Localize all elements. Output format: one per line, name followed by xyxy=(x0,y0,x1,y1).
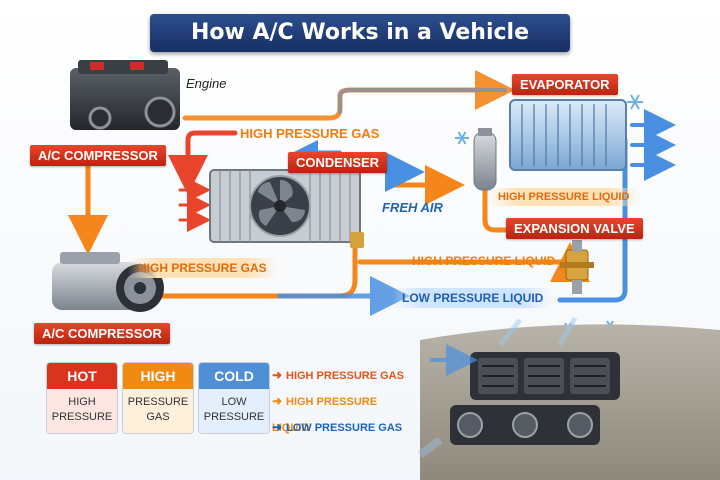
legend-item-label: HIGH PRESSURE LIQUID xyxy=(272,396,378,434)
expansion-valve-label: EXPANSION VALVE xyxy=(506,218,643,239)
compressor-top-label: A/C COMPRESSOR xyxy=(30,145,166,166)
legend-item-label: LOW PRESSURE GAS xyxy=(286,422,403,434)
legend-box-high-line2: GAS xyxy=(146,411,170,423)
legend-list: ➜HIGH PRESSURE GAS ➜HIGH PRESSURE LIQUID… xyxy=(272,362,412,440)
evaporator-icon xyxy=(509,99,627,171)
legend-box-hot: HOT HIGH PRESSURE xyxy=(46,362,118,434)
legend-item-lp-gas: ➜LOW PRESSURE GAS xyxy=(272,414,412,440)
condenser-icon xyxy=(209,169,364,248)
pipe-engine-to-evaporator xyxy=(182,70,515,121)
fresh-air-label: FREH AIR xyxy=(382,200,443,215)
engine-label: Engine xyxy=(186,76,227,91)
legend-box-cold-line2: PRESSURE xyxy=(203,411,265,423)
legend-box-high-head: HIGH xyxy=(123,363,193,389)
legend-item-label: HIGH PRESSURE GAS xyxy=(286,370,404,382)
legend-box-high-body: PRESSURE GAS xyxy=(123,389,193,433)
arrow-right-icon: ➜ xyxy=(272,368,283,382)
evaporator-label: EVAPORATOR xyxy=(512,74,618,95)
legend-box-cold-body: LOW PRESSURE xyxy=(199,389,269,433)
legend-box-high: HIGH PRESSURE GAS xyxy=(122,362,194,434)
legend-item-hp-gas: ➜HIGH PRESSURE GAS xyxy=(272,362,412,388)
pipe-drier-to-valve xyxy=(482,187,508,233)
flow-label-lp-liquid: LOW PRESSURE LIQUID xyxy=(392,288,554,308)
legend-box-high-line1: PRESSURE xyxy=(127,396,189,408)
flow-label-hp-liquid-right: HIGH PRESSURE LIQUID xyxy=(488,188,640,206)
legend-box-hot-head: HOT xyxy=(47,363,117,389)
legend-box-cold-line1: LOW xyxy=(221,396,247,408)
legend-box-hot-line1: HIGH xyxy=(68,396,96,408)
page-title: How A/C Works in a Vehicle xyxy=(190,20,530,45)
legend-box-hot-line2: PRESSURE xyxy=(51,411,113,423)
compressor-bottom-label: A/C COMPRESSOR xyxy=(34,323,170,344)
legend-box-hot-body: HIGH PRESSURE xyxy=(47,389,117,433)
arrow-right-icon: ➜ xyxy=(272,394,283,408)
legend-box-cold: COLD LOW PRESSURE xyxy=(198,362,270,434)
dashboard-vent-icon xyxy=(417,316,720,480)
receiver-drier-icon xyxy=(473,128,497,191)
legend-item-hp-liquid: ➜HIGH PRESSURE LIQUID xyxy=(272,388,412,434)
pipe-return-blue xyxy=(557,137,628,303)
title-banner: How A/C Works in a Vehicle xyxy=(150,14,570,52)
legend-box-cold-head: COLD xyxy=(199,363,269,389)
flow-label-hp-gas-mid: HIGH PRESSURE GAS xyxy=(128,258,277,278)
flow-label-hp-gas-top: HIGH PRESSURE GAS xyxy=(240,126,380,141)
pipe-cold-top xyxy=(338,88,507,114)
engine-icon xyxy=(70,60,180,130)
pipe-compressor-to-condenser-loop xyxy=(168,130,238,195)
arrow-right-icon: ➜ xyxy=(272,420,283,434)
expansion-valve-icon xyxy=(560,240,594,294)
condenser-label: CONDENSER xyxy=(288,152,388,173)
flow-label-hp-liquid-mid: HIGH PRESSURE LIQUID xyxy=(412,254,556,268)
